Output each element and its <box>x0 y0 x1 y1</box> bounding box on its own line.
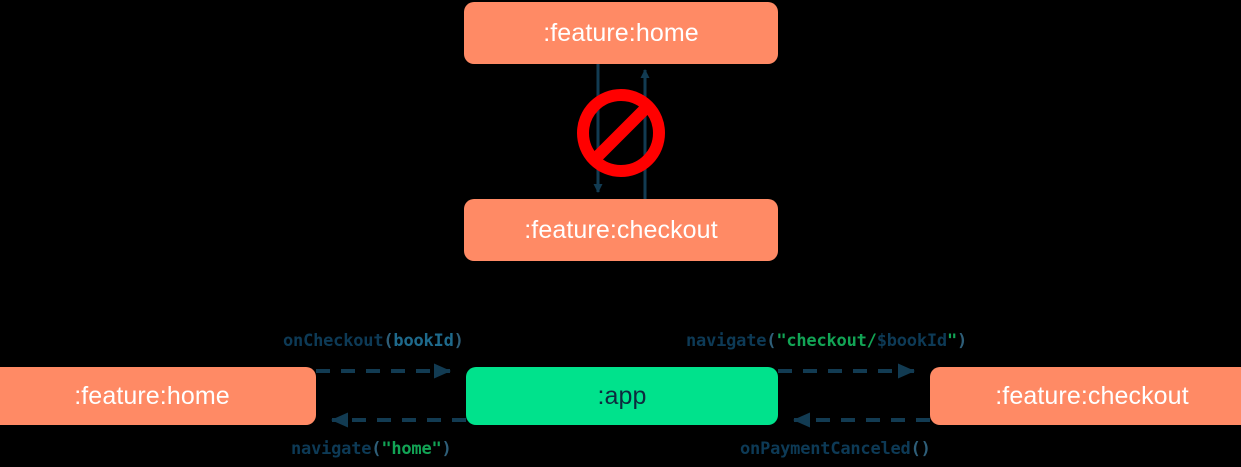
token-parameter: bookId <box>393 331 454 351</box>
no-entry-icon <box>577 89 665 177</box>
token-function: navigate <box>291 439 372 459</box>
node-feature-checkout-bottom[interactable]: :feature:checkout <box>930 367 1241 425</box>
token-function: onPaymentCanceled <box>740 439 911 459</box>
token-paren-close: ) <box>956 331 968 351</box>
edge-label-on-payment-canceled: onPaymentCanceled() <box>740 439 931 459</box>
token-paren-open: ( <box>383 331 394 351</box>
token-function: onCheckout <box>283 331 384 351</box>
node-label: :feature:checkout <box>524 215 718 244</box>
token-string: "home" <box>381 439 442 459</box>
token-paren-close: ) <box>453 331 464 351</box>
node-feature-home-top[interactable]: :feature:home <box>464 2 778 64</box>
node-feature-home-bottom[interactable]: :feature:home <box>0 367 316 425</box>
token-paren-open: ( <box>766 331 777 351</box>
token-parens: () <box>910 439 931 459</box>
token-paren-open: ( <box>371 439 382 459</box>
node-label: :feature:home <box>74 381 230 410</box>
node-feature-checkout-top[interactable]: :feature:checkout <box>464 199 778 261</box>
node-label: :feature:home <box>543 18 699 47</box>
token-string-close: " <box>946 331 957 351</box>
token-string-open: "checkout/ <box>776 331 877 351</box>
token-function: navigate <box>686 331 767 351</box>
edge-label-on-checkout: onCheckout(bookId) <box>283 331 464 351</box>
node-app[interactable]: :app <box>466 367 778 425</box>
node-label: :app <box>597 381 647 410</box>
token-paren-close: ) <box>441 439 452 459</box>
edge-label-navigate-checkout: navigate("checkout/$bookId") <box>686 331 967 351</box>
node-label: :feature:checkout <box>995 381 1189 410</box>
token-interpolation: $bookId <box>876 331 947 351</box>
edge-label-navigate-home: navigate("home") <box>291 439 452 459</box>
